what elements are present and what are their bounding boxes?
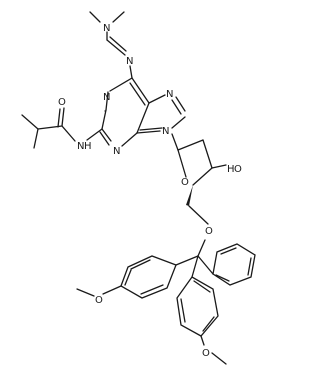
lower-methoxyphenyl: O: [176, 276, 227, 365]
amide-o-label: O: [58, 97, 66, 108]
oh-h-label: H: [227, 164, 235, 175]
methoxy-o-right-label: O: [202, 348, 210, 359]
c4-stereo-wedge: [186, 185, 193, 206]
amide-n-label: N: [77, 141, 84, 152]
n3-label: N: [113, 146, 120, 157]
isobutyramide-group: O N H: [21, 97, 103, 152]
left-methoxyphenyl: O: [76, 255, 177, 306]
amidine-n-top-label: N: [103, 23, 110, 34]
amide-h-label: H: [84, 141, 92, 152]
sugar-ring: O O H: [171, 133, 242, 225]
n9-label: N: [162, 126, 169, 137]
chemical-structure-diagram: N N N N N N O N: [21, 11, 256, 365]
phenyl: [212, 243, 256, 286]
ring-o-label: O: [181, 177, 189, 188]
n7-label: N: [166, 89, 173, 100]
trityl-o-label: O: [205, 226, 213, 237]
oh-o-label: O: [234, 164, 242, 175]
amidine-group: N N: [89, 11, 133, 79]
amidine-n-lower-label: N: [126, 56, 133, 67]
purine-rings: N N N N: [99, 77, 186, 157]
trityl-ether: O: [175, 226, 214, 278]
methoxy-o-left-label: O: [95, 295, 103, 306]
